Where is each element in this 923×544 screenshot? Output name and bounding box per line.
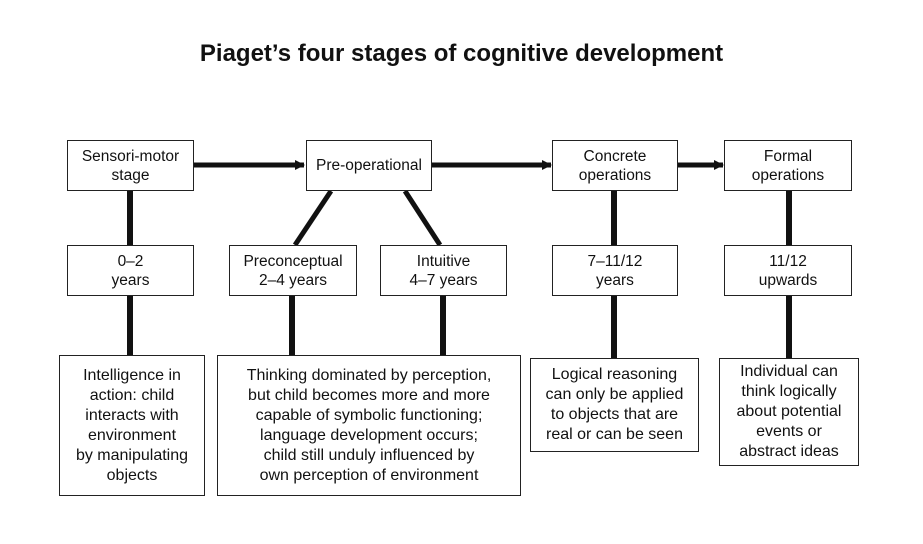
description-preoperational: Thinking dominated by perception, but ch…: [217, 355, 521, 496]
connector-preoperational-preconceptual: [292, 189, 334, 247]
description-concrete: Logical reasoning can only be applied to…: [530, 358, 699, 452]
age-intuitive: Intuitive 4–7 years: [380, 245, 507, 296]
age-sensorimotor: 0–2 years: [67, 245, 194, 296]
age-formal: 11/12 upwards: [724, 245, 852, 296]
stage-sensorimotor: Sensori-motor stage: [67, 140, 194, 191]
description-formal: Individual can think logically about pot…: [719, 358, 859, 466]
age-preconceptual: Preconceptual 2–4 years: [229, 245, 357, 296]
age-concrete: 7–11/12 years: [552, 245, 678, 296]
stage-concrete: Concrete operations: [552, 140, 678, 191]
stage-formal: Formal operations: [724, 140, 852, 191]
diagram-title: Piaget’s four stages of cognitive develo…: [199, 40, 724, 67]
connector-preoperational-intuitive: [402, 189, 443, 247]
description-sensorimotor: Intelligence in action: child interacts …: [59, 355, 205, 496]
stage-preoperational: Pre-operational: [306, 140, 432, 191]
